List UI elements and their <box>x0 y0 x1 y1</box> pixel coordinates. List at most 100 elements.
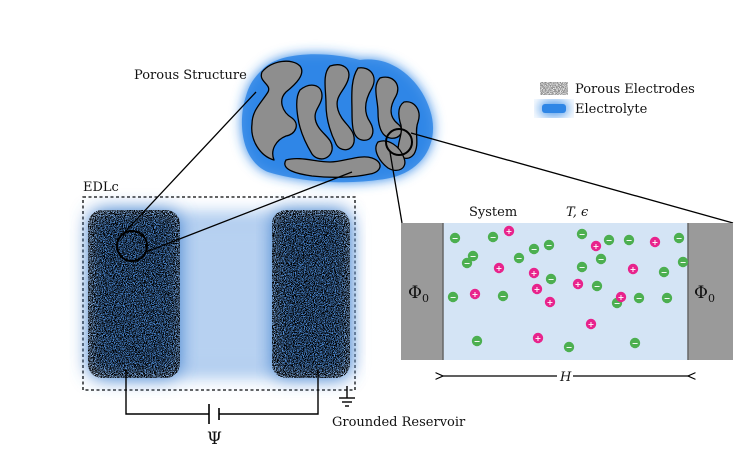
svg-text:−: − <box>680 258 687 267</box>
system-electrolyte <box>443 223 688 360</box>
porous-structure-label: Porous Structure <box>134 68 247 83</box>
legend-label-porous: Porous Electrodes <box>575 82 695 97</box>
svg-text:−: − <box>450 293 457 302</box>
porous-swatch-icon <box>540 82 568 95</box>
edlc-right-porous-electrode <box>272 210 350 378</box>
svg-text:−: − <box>614 299 621 308</box>
system-label: System <box>469 205 517 220</box>
anion-ion: − <box>545 273 557 285</box>
cation-ion: + <box>503 225 515 237</box>
psi-label: Ψ <box>207 429 222 449</box>
svg-text:−: − <box>474 337 481 346</box>
anion-ion: − <box>658 266 670 278</box>
anion-ion: − <box>633 292 645 304</box>
anion-ion: − <box>629 337 641 349</box>
svg-text:−: − <box>548 275 555 284</box>
right-electrode-plate <box>688 223 733 360</box>
cation-ion: + <box>615 291 627 303</box>
cation-ion: + <box>572 278 584 290</box>
svg-text:−: − <box>500 292 507 301</box>
svg-text:−: − <box>579 230 586 239</box>
legend-label-electrolyte: Electrolyte <box>575 102 648 117</box>
svg-text:+: + <box>575 280 582 289</box>
thermo-label: T, ϵ <box>566 205 589 220</box>
grounded-reservoir-label: Grounded Reservoir <box>332 415 466 430</box>
svg-text:+: + <box>472 290 479 299</box>
svg-text:+: + <box>496 264 503 273</box>
anion-ion: − <box>677 256 689 268</box>
svg-text:+: + <box>506 227 513 236</box>
legend-item-porous: Porous Electrodes <box>540 82 695 97</box>
svg-text:−: − <box>464 259 471 268</box>
system-panel: System T, ϵ Φ0 Φ0 −−−+−−−−+−−+−−++−−−+−−… <box>401 205 733 385</box>
svg-text:+: + <box>652 238 659 247</box>
svg-text:+: + <box>531 269 538 278</box>
anion-ion: − <box>576 261 588 273</box>
ground-icon <box>339 386 355 407</box>
cation-ion: + <box>585 318 597 330</box>
svg-text:−: − <box>676 234 683 243</box>
anion-ion: − <box>673 232 685 244</box>
cation-ion: + <box>649 236 661 248</box>
anion-ion: − <box>497 290 509 302</box>
svg-text:−: − <box>579 263 586 272</box>
circuit-wire-right <box>219 370 319 415</box>
cation-ion: + <box>531 283 543 295</box>
anion-ion: − <box>449 232 461 244</box>
porous-structure: Porous Structure <box>134 54 434 183</box>
svg-text:−: − <box>626 236 633 245</box>
anion-ion: − <box>543 239 555 251</box>
edlc-cell: EDLc <box>82 180 356 391</box>
svg-text:+: + <box>593 242 600 251</box>
cation-ion: + <box>627 263 639 275</box>
zoom-connector-lines <box>122 91 734 253</box>
svg-text:−: − <box>566 343 573 352</box>
svg-text:+: + <box>588 320 595 329</box>
porous-structure-solid-matrix <box>251 60 420 178</box>
cation-ion: + <box>469 288 481 300</box>
cation-ion: + <box>544 296 556 308</box>
svg-text:−: − <box>664 294 671 303</box>
cation-ion: + <box>532 332 544 344</box>
phi-right-label: Φ0 <box>694 283 715 305</box>
svg-text:−: − <box>470 252 477 261</box>
width-label: H <box>559 370 572 385</box>
left-electrode-plate <box>401 223 443 360</box>
anion-ion: − <box>595 253 607 265</box>
anion-ion: − <box>461 257 473 269</box>
svg-text:−: − <box>516 254 523 263</box>
anion-ion: − <box>603 234 615 246</box>
anion-ion: − <box>591 280 603 292</box>
svg-text:+: + <box>618 293 625 302</box>
edlc-bounding-box <box>82 196 356 391</box>
cation-ion: + <box>590 240 602 252</box>
svg-text:−: − <box>598 255 605 264</box>
anion-ion: − <box>528 243 540 255</box>
svg-text:+: + <box>534 285 541 294</box>
external-circuit <box>125 370 355 424</box>
svg-text:+: + <box>547 298 554 307</box>
legend: Porous Electrodes Electrolyte <box>540 82 695 117</box>
svg-text:−: − <box>636 294 643 303</box>
svg-text:−: − <box>531 245 538 254</box>
ions: −−−+−−−−+−−+−−++−−−+−−−+−+++−−+−−+−+−− <box>447 225 689 353</box>
anion-ion: − <box>623 234 635 246</box>
edlc-zoom-circle <box>116 230 148 262</box>
svg-text:−: − <box>546 241 553 250</box>
svg-text:−: − <box>606 236 613 245</box>
anion-ion: − <box>467 250 479 262</box>
svg-text:+: + <box>535 334 542 343</box>
svg-text:−: − <box>452 234 459 243</box>
anion-ion: − <box>471 335 483 347</box>
anion-ion: − <box>447 291 459 303</box>
anion-ion: − <box>487 231 499 243</box>
cation-ion: + <box>528 267 540 279</box>
cation-ion: + <box>493 262 505 274</box>
svg-text:−: − <box>632 339 639 348</box>
svg-text:−: − <box>490 233 497 242</box>
svg-text:−: − <box>594 282 601 291</box>
svg-text:+: + <box>630 265 637 274</box>
legend-item-electrolyte: Electrolyte <box>540 102 648 117</box>
porous-zoom-circle <box>385 128 413 156</box>
